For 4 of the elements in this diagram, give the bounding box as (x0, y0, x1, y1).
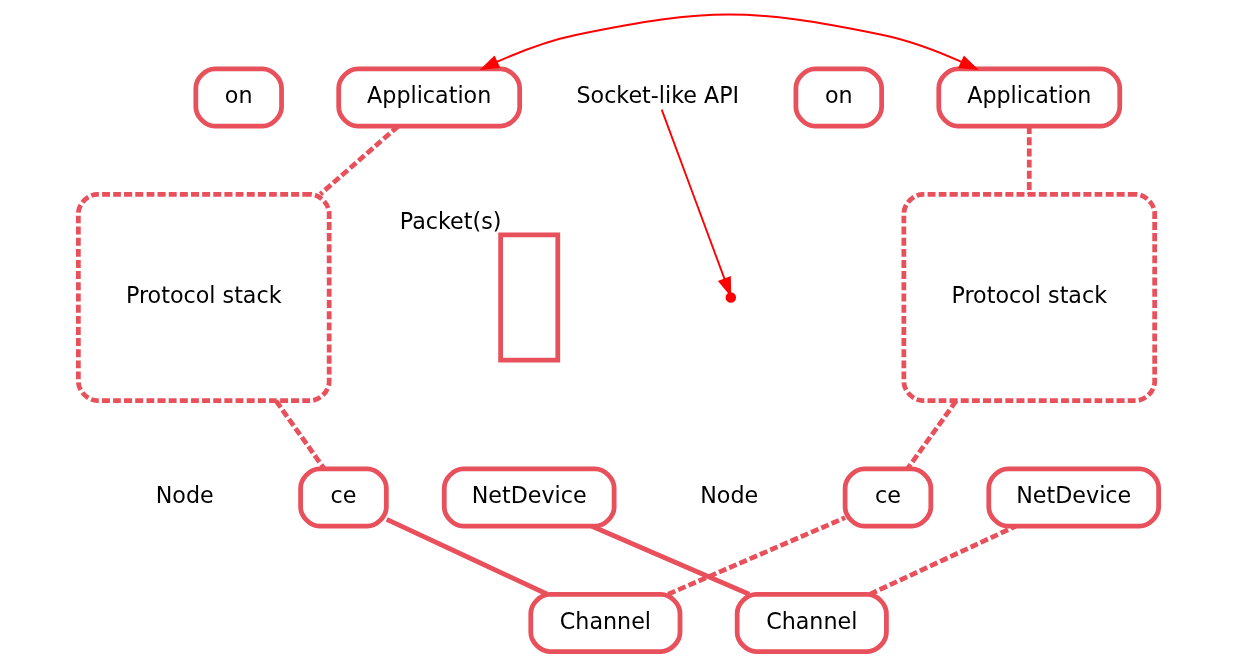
label: Node (155, 482, 214, 509)
node-text: Socket-like API (575, 82, 739, 109)
node-label: Packet(s) (399, 207, 501, 234)
label: Node (699, 482, 758, 509)
